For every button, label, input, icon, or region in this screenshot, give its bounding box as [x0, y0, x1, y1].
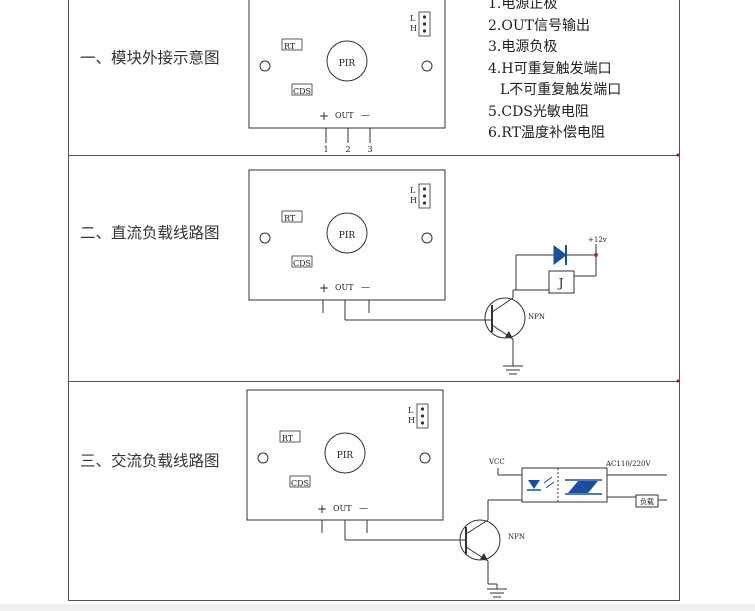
cds-label: CDS: [291, 479, 309, 488]
legend-item: 5.CDS光敏电阻: [488, 103, 589, 120]
triac-icon: [568, 481, 588, 493]
ac-load-circuit: NPN VCC AC110/220V 负载: [345, 458, 667, 598]
module-diagram-1: PIR RT CDS L H + OUT — 1 2 3: [248, 0, 446, 154]
bottom-strip: [0, 604, 755, 611]
pin-legend: 1.电源正极 2.OUT信号输出 3.电源负极 4.H可重复触发端口 L不可重复…: [488, 0, 678, 145]
cds-label: CDS: [293, 259, 311, 268]
h-label: H: [410, 196, 417, 205]
document-frame: [68, 0, 680, 601]
npn-label: NPN: [508, 533, 525, 541]
out-label: OUT: [333, 504, 352, 513]
relay-coil: [548, 270, 575, 294]
legend-item: 2.OUT信号输出: [488, 17, 590, 34]
supply-label: +12v: [588, 236, 607, 244]
l-label: L: [408, 406, 414, 415]
npn-transistor-icon: [459, 519, 501, 561]
flyback-diode-icon: [553, 245, 567, 265]
out-label: OUT: [335, 111, 354, 120]
npn-label: NPN: [528, 313, 545, 321]
rt-label: RT: [282, 434, 294, 443]
section-title-ac: 三、交流负载线路图: [80, 452, 220, 470]
pin-number: 1: [323, 145, 328, 154]
legend-item: 4.H可重复触发端口: [488, 60, 612, 77]
cds-label: CDS: [293, 87, 311, 96]
l-label: L: [410, 186, 416, 195]
plus-label: +: [319, 281, 329, 295]
section-title-dc: 二、直流负载线路图: [80, 224, 220, 242]
plus-label: +: [317, 502, 327, 516]
h-label: H: [408, 416, 415, 425]
legend-item: L不可重复触发端口: [500, 82, 622, 98]
minus-label: —: [361, 111, 370, 121]
relay-label: J: [557, 276, 564, 290]
load-box: [635, 494, 659, 508]
l-label: L: [410, 14, 416, 23]
section-divider-1: [68, 155, 679, 156]
legend-item: 6.RT温度补偿电阻: [488, 125, 605, 141]
module-diagram-3: PIR RT CDS L H + OUT —: [246, 389, 444, 540]
pin-number: 2: [345, 145, 350, 154]
legend-item: 1.电源正极: [488, 0, 558, 12]
h-label: H: [410, 24, 417, 33]
ac-voltage-label: AC110/220V: [605, 460, 651, 468]
pir-sensor-label: PIR: [339, 231, 356, 241]
module-diagram-2: PIR RT CDS L H + OUT —: [248, 169, 446, 320]
minus-label: —: [361, 283, 370, 293]
minus-label: —: [359, 504, 368, 514]
led-icon: [528, 480, 540, 489]
out-label: OUT: [335, 283, 354, 292]
section-title-module: 一、模块外接示意图: [80, 49, 220, 67]
plus-label: +: [319, 109, 329, 123]
section-divider-2: [68, 381, 679, 382]
npn-transistor-icon: [484, 297, 526, 339]
dc-load-circuit: NPN J +12v: [345, 236, 607, 375]
load-label: 负载: [640, 497, 654, 506]
legend-item: 3.电源负极: [488, 39, 558, 55]
vcc-label: VCC: [488, 458, 505, 466]
rt-label: RT: [284, 42, 296, 51]
rt-label: RT: [284, 214, 296, 223]
pin-number: 3: [367, 145, 372, 154]
pir-sensor-label: PIR: [337, 451, 354, 461]
pir-sensor-label: PIR: [339, 59, 356, 69]
